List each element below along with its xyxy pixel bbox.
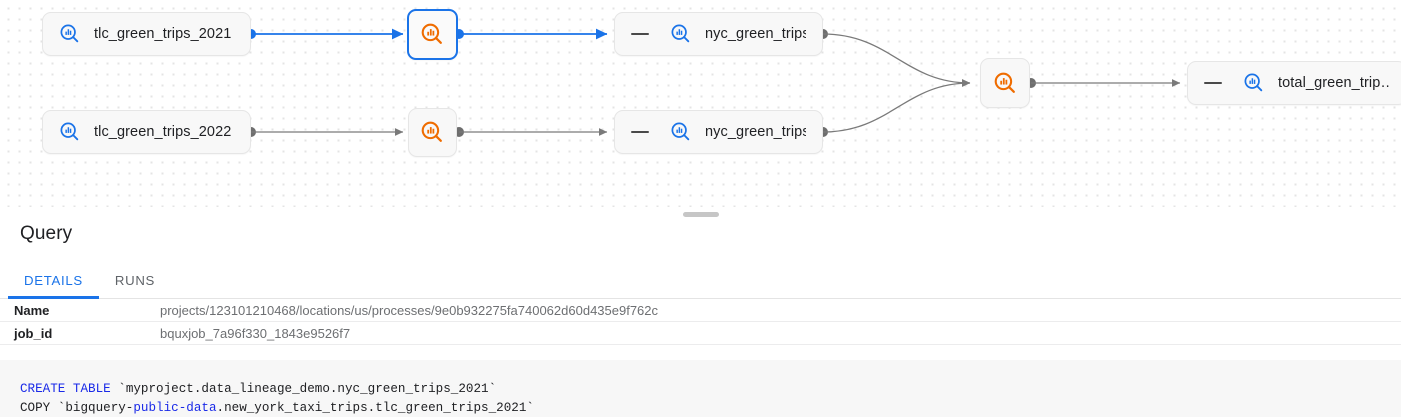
detail-value: projects/123101210468/locations/us/proce… xyxy=(160,302,659,318)
detail-key: job_id xyxy=(14,325,53,341)
node-label: total_green_trip… xyxy=(1278,75,1390,91)
tab-bar: DETAILS RUNS xyxy=(0,262,1401,299)
edge-tlc2021-to-proc1[interactable] xyxy=(246,28,404,40)
edge-tlc2022-to-proc2[interactable] xyxy=(246,127,404,137)
page-title: Query xyxy=(20,223,73,244)
sql-line2-rest: .new_york_taxi_trips.tlc_green_trips_202… xyxy=(216,401,534,415)
graph-node-total-green-trips[interactable]: total_green_trip… xyxy=(1187,61,1401,105)
graph-node-nyc-green-trips-1[interactable]: nyc_green_trips… xyxy=(614,12,823,56)
edge-proc2-to-nyc2[interactable] xyxy=(454,127,608,137)
collapse-icon[interactable] xyxy=(631,130,649,134)
sql-keyword-create-table: CREATE TABLE xyxy=(20,382,111,396)
node-label: tlc_green_trips_2021 xyxy=(94,26,232,42)
table-search-icon xyxy=(59,121,81,143)
tab-details[interactable]: DETAILS xyxy=(8,262,99,299)
sql-line2-pre: COPY `bigquery- xyxy=(20,401,134,415)
collapse-icon[interactable] xyxy=(1204,81,1222,85)
panel-resize-handle[interactable] xyxy=(682,212,719,217)
process-search-icon xyxy=(420,22,445,47)
sql-keyword-public-data: public-data xyxy=(133,401,217,415)
node-label: nyc_green_trips… xyxy=(705,124,806,140)
details-panel: Query DETAILS RUNS Name projects/1231012… xyxy=(0,207,1401,417)
detail-row-job-id: job_id bquxjob_7a96f330_1843e9526f7 xyxy=(0,322,1401,345)
process-search-icon xyxy=(420,120,445,145)
edge-proc1-to-nyc1[interactable] xyxy=(454,28,608,40)
table-search-icon xyxy=(1243,72,1265,94)
edge-nyc1-to-proc3[interactable] xyxy=(818,29,971,87)
table-search-icon xyxy=(670,23,692,45)
graph-node-process-3[interactable] xyxy=(980,58,1030,108)
graph-node-tlc-green-trips-2022[interactable]: tlc_green_trips_2022 xyxy=(42,110,251,154)
graph-node-process-2[interactable] xyxy=(408,108,457,157)
sql-code-block[interactable]: CREATE TABLE `myproject.data_lineage_dem… xyxy=(0,360,1401,417)
lineage-graph-canvas[interactable]: tlc_green_trips_2021 tlc_green_trips_202… xyxy=(0,0,1401,207)
sql-line1-rest: `myproject.data_lineage_demo.nyc_green_t… xyxy=(110,382,497,396)
detail-row-name: Name projects/123101210468/locations/us/… xyxy=(0,299,1401,322)
collapse-icon[interactable] xyxy=(631,32,649,36)
edge-nyc2-to-proc3[interactable] xyxy=(818,79,971,137)
graph-node-nyc-green-trips-2[interactable]: nyc_green_trips… xyxy=(614,110,823,154)
table-search-icon xyxy=(670,121,692,143)
node-label: tlc_green_trips_2022 xyxy=(94,124,232,140)
graph-node-tlc-green-trips-2021[interactable]: tlc_green_trips_2021 xyxy=(42,12,251,56)
tab-runs[interactable]: RUNS xyxy=(114,272,156,288)
node-label: nyc_green_trips… xyxy=(705,26,806,42)
process-search-icon xyxy=(993,71,1018,96)
detail-value: bquxjob_7a96f330_1843e9526f7 xyxy=(160,325,351,341)
graph-node-process-selected[interactable] xyxy=(407,9,458,60)
table-search-icon xyxy=(59,23,81,45)
detail-key: Name xyxy=(14,302,50,318)
edge-proc3-to-total[interactable] xyxy=(1026,78,1181,88)
